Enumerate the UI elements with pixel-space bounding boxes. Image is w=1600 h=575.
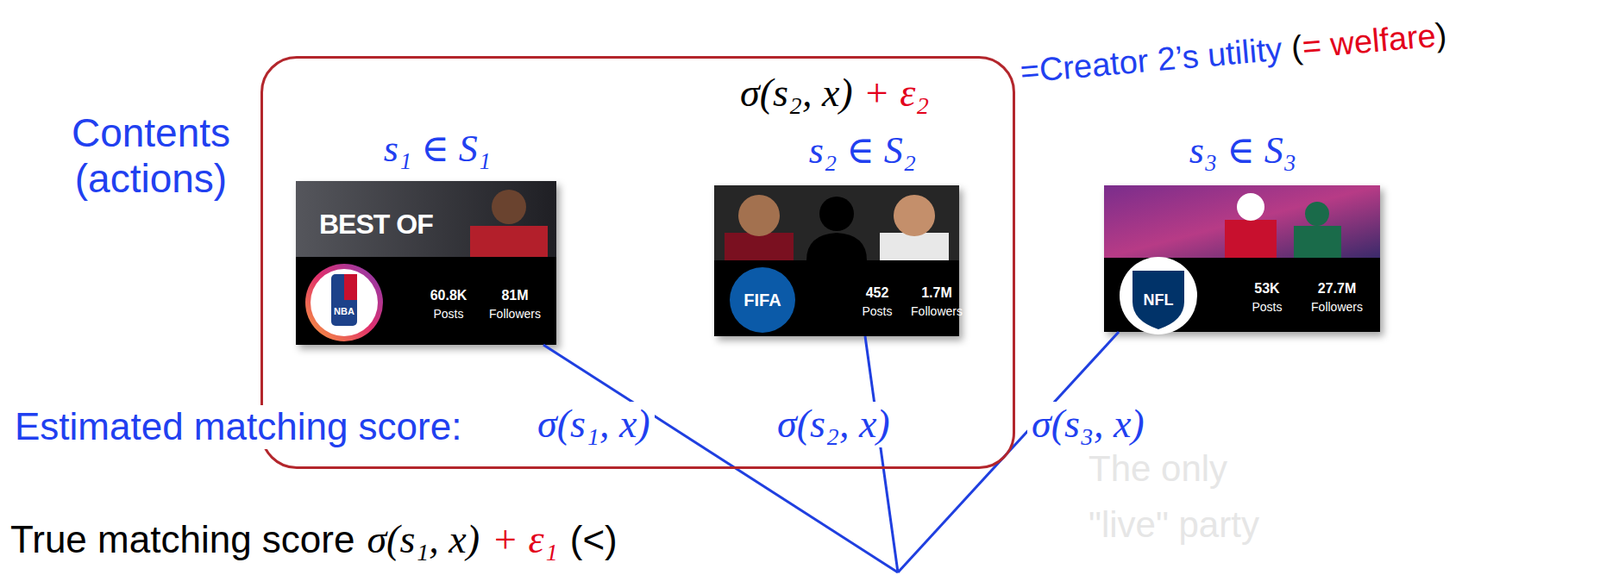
logo-text: NFL — [1123, 290, 1193, 310]
text-row: σ(s₂, x)+ ε₂ — [740, 70, 929, 117]
nfl-card-art — [1104, 185, 1381, 335]
axis-label: Contents (actions) — [43, 110, 259, 202]
user-links — [543, 332, 1119, 573]
annotation-row: =Creator 2’s utility(= welfare) — [1018, 16, 1449, 92]
content-card: s₁ ∈ S₁ BEST OF NBA 60.8K Posts 81M Followers — [295, 127, 557, 346]
math-term: σ(s₂, x) — [740, 70, 854, 117]
equation-row: True matching scoreσ(s₁, x)+ ε₁(<) — [10, 517, 618, 564]
row-label: Estimated matching score: — [10, 405, 466, 450]
stat-number: 1.7M — [893, 285, 980, 302]
label-text: =Creator 2’s utility — [1018, 31, 1284, 92]
noise-term: + ε₂ — [863, 70, 930, 117]
content-label: s₃ ∈ S₃ — [1130, 129, 1356, 174]
stat-number: 81M — [471, 288, 559, 304]
label-text: (<) — [570, 518, 618, 563]
label-text: + ε₁ — [491, 517, 559, 564]
stat-label: Followers — [893, 304, 980, 319]
watermark: The only — [1088, 448, 1228, 490]
logo-text: FIFA — [727, 289, 797, 311]
content-card: s₃ ∈ S₃ NFL 53K Posts 27.7M Followers — [1104, 129, 1381, 333]
photo-caption: BEST OF — [319, 209, 433, 240]
stat-number: 53K — [1223, 281, 1311, 297]
stat-label: Posts — [834, 304, 921, 319]
label-text: σ(s₁, x) — [366, 517, 480, 564]
watermark: "live" party — [1088, 504, 1260, 546]
logo-text: NBA — [326, 306, 362, 318]
content-card: s₂ ∈ S₂FIFA452Posts1.7MFollowers — [714, 129, 960, 337]
stat-label: Posts — [405, 307, 492, 321]
label-text: = welfare — [1300, 17, 1437, 67]
label-text: ) — [1434, 16, 1449, 56]
stat-label: Followers — [471, 307, 559, 321]
content-label: s₂ ∈ S₂ — [750, 129, 975, 174]
label-text: True matching score — [10, 518, 355, 563]
stat-label: Posts — [1223, 300, 1311, 314]
score-term: σ(s₁, x) — [533, 401, 655, 448]
score-term: σ(s₃, x) — [1027, 401, 1149, 448]
content-label: s₁ ∈ S₁ — [325, 127, 550, 172]
score-term: σ(s₂, x) — [772, 401, 895, 448]
stat-label: Followers — [1293, 300, 1381, 314]
stat-number: 60.8K — [405, 288, 492, 304]
stat-number: 452 — [834, 285, 921, 302]
stat-number: 27.7M — [1293, 281, 1381, 297]
